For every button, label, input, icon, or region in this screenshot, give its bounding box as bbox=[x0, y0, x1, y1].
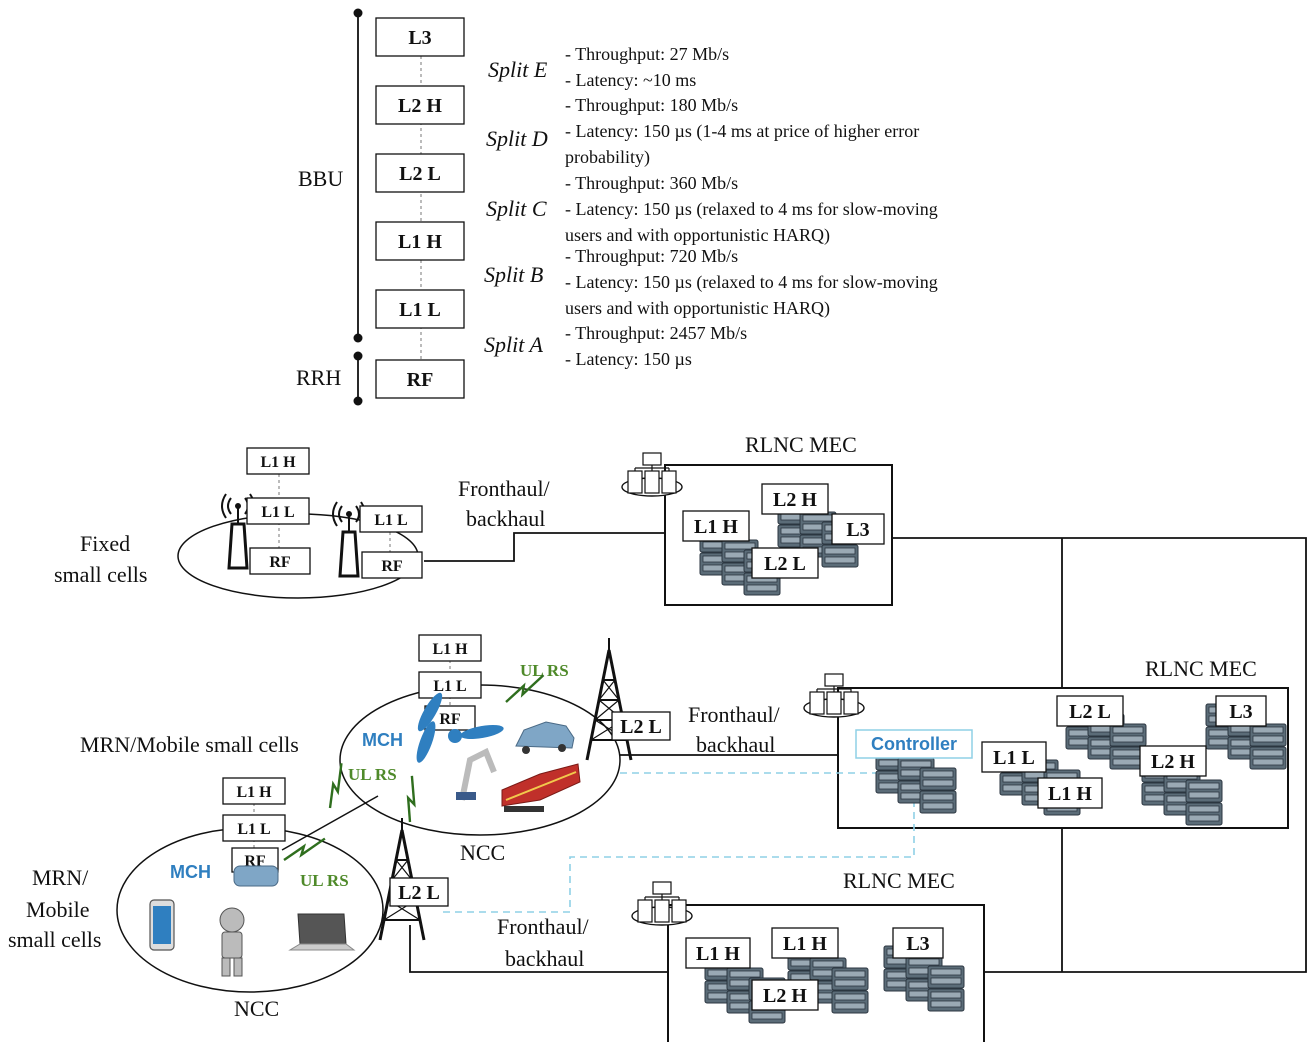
split-a-name: Split A bbox=[484, 332, 543, 357]
split-e-name: Split E bbox=[488, 57, 548, 82]
mrn-lower-2: Mobile bbox=[26, 897, 90, 922]
svg-text:L1 L: L1 L bbox=[261, 504, 294, 521]
mobile-cell-lower: MRN/ Mobile small cells NCC L1 H L1 L RF… bbox=[8, 762, 449, 1021]
rrh-label: RRH bbox=[296, 365, 341, 390]
fronthaul-bot-1: Fronthaul/ bbox=[497, 914, 590, 939]
svg-text:L2 H: L2 H bbox=[763, 985, 807, 1007]
svg-text:L1 H: L1 H bbox=[694, 516, 738, 538]
mec-title-bottom: RLNC MEC bbox=[843, 868, 955, 893]
svg-text:L1 L: L1 L bbox=[433, 678, 466, 695]
fixed-label-2: small cells bbox=[54, 562, 147, 587]
svg-text:L1 H: L1 H bbox=[432, 641, 468, 658]
split-b-name: Split B bbox=[484, 262, 543, 287]
fixed-label-1: Fixed bbox=[80, 531, 130, 556]
split-d-line-1: - Throughput: 180 Mb/s bbox=[565, 95, 738, 115]
split-e-line-1: - Throughput: 27 Mb/s bbox=[565, 44, 729, 64]
svg-text:L1 H: L1 H bbox=[1048, 783, 1092, 805]
robot-arm-icon bbox=[456, 747, 497, 801]
split-d-line-3: probability) bbox=[565, 147, 650, 168]
svg-text:L1 L: L1 L bbox=[374, 512, 407, 529]
ul-rs-upper-left: UL RS bbox=[348, 765, 397, 784]
fronthaul-top-1: Fronthaul/ bbox=[458, 476, 551, 501]
laptop-icon bbox=[288, 913, 356, 951]
svg-text:L2 H: L2 H bbox=[1151, 751, 1195, 773]
mec-links bbox=[409, 464, 1307, 1042]
ncc-label-lower: NCC bbox=[234, 996, 279, 1021]
bbu-label: BBU bbox=[298, 166, 343, 191]
svg-text:L2 L: L2 L bbox=[398, 882, 440, 904]
split-c-line-1: - Throughput: 360 Mb/s bbox=[565, 173, 738, 193]
split-c-line-2: - Latency: 150 µs (relaxed to 4 ms for s… bbox=[565, 199, 938, 220]
layer-l2l: L2 L bbox=[399, 163, 441, 185]
svg-text:L1 H: L1 H bbox=[783, 933, 827, 955]
layer-l1h: L1 H bbox=[398, 231, 442, 253]
split-e-line-2: - Latency: ~10 ms bbox=[565, 70, 696, 90]
mec-title-right: RLNC MEC bbox=[1145, 656, 1257, 681]
mrn-label-upper: MRN/Mobile small cells bbox=[80, 732, 299, 757]
svg-text:L1 H: L1 H bbox=[696, 943, 740, 965]
mec1-labels: L1 H L2 H L3 L2 L bbox=[682, 483, 885, 579]
svg-text:L2 L: L2 L bbox=[620, 716, 662, 738]
mrn-lower-3: small cells bbox=[8, 927, 101, 952]
ncc-label-upper: NCC bbox=[460, 840, 505, 865]
layer-l2h: L2 H bbox=[398, 95, 442, 117]
train-icon bbox=[501, 763, 581, 812]
svg-text:L1 H: L1 H bbox=[260, 454, 296, 471]
phone-icon bbox=[149, 899, 175, 951]
bus-icon bbox=[233, 865, 279, 887]
fixed-small-cells: Fixed small cells L1 H L1 L RF L1 L RF bbox=[54, 447, 423, 599]
fronthaul-mid-2: backhaul bbox=[696, 732, 775, 757]
drone-icon bbox=[416, 692, 504, 763]
mec3-labels: L1 H L1 H L3 L2 H bbox=[685, 927, 944, 1011]
fronthaul-top-2: backhaul bbox=[466, 506, 545, 531]
svg-text:L2 H: L2 H bbox=[773, 489, 817, 511]
split-c-name: Split C bbox=[486, 196, 547, 221]
split-b-line-1: - Throughput: 720 Mb/s bbox=[565, 246, 738, 266]
fronthaul-bot-2: backhaul bbox=[505, 946, 584, 971]
svg-text:L2 L: L2 L bbox=[1069, 701, 1111, 723]
split-b-line-3: users and with opportunistic HARQ) bbox=[565, 298, 830, 319]
split-a-line-2: - Latency: 150 µs bbox=[565, 349, 692, 369]
ul-rs-lower: UL RS bbox=[300, 871, 349, 890]
svg-text:RF: RF bbox=[439, 711, 461, 728]
ul-rs-upper-right: UL RS bbox=[520, 661, 569, 680]
controller-label: Controller bbox=[871, 734, 957, 754]
svg-text:L2 L: L2 L bbox=[764, 553, 806, 575]
layer-l3: L3 bbox=[408, 27, 431, 49]
car-icon bbox=[515, 721, 575, 754]
mec-title-top: RLNC MEC bbox=[745, 432, 857, 457]
layer-rf: RF bbox=[407, 369, 434, 391]
fronthaul-mid-1: Fronthaul/ bbox=[688, 702, 781, 727]
svg-text:L3: L3 bbox=[906, 933, 929, 955]
split-list: Split E - Throughput: 27 Mb/s - Latency:… bbox=[484, 44, 938, 369]
svg-text:RF: RF bbox=[269, 554, 291, 571]
split-d-name: Split D bbox=[486, 126, 548, 151]
protocol-stack: BBU RRH L3 L2 H L2 L L1 H L1 L RF bbox=[296, 8, 465, 406]
svg-text:L3: L3 bbox=[1229, 701, 1252, 723]
split-a-line-1: - Throughput: 2457 Mb/s bbox=[565, 323, 747, 343]
svg-text:L1 L: L1 L bbox=[993, 747, 1035, 769]
svg-text:L3: L3 bbox=[846, 519, 869, 541]
mobile-cell-upper: MRN/Mobile small cells NCC L1 H L1 L RF … bbox=[80, 634, 671, 865]
split-c-line-3: users and with opportunistic HARQ) bbox=[565, 225, 830, 246]
split-b-line-2: - Latency: 150 µs (relaxed to 4 ms for s… bbox=[565, 272, 938, 293]
svg-text:L1 L: L1 L bbox=[237, 821, 270, 838]
mec2-labels: Controller L2 L L3 L1 L L2 H L1 H bbox=[855, 695, 1267, 809]
svg-text:L1 H: L1 H bbox=[236, 784, 272, 801]
mrn-lower-1: MRN/ bbox=[32, 865, 89, 890]
robot-icon bbox=[219, 907, 245, 977]
mch-label-upper: MCH bbox=[362, 730, 403, 750]
svg-text:RF: RF bbox=[381, 558, 403, 575]
layer-l1l: L1 L bbox=[399, 299, 441, 321]
mch-label-lower: MCH bbox=[170, 862, 211, 882]
split-d-line-2: - Latency: 150 µs (1-4 ms at price of hi… bbox=[565, 121, 919, 142]
